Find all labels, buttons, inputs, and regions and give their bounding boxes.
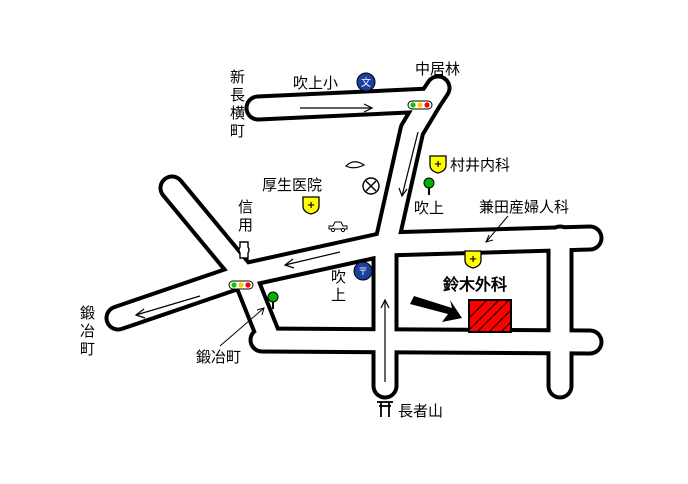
- label-kaneta-sanfujinka: 兼田産婦人科: [479, 198, 569, 216]
- vertical-char: 新: [230, 68, 245, 86]
- vertical-char: 横: [230, 104, 245, 122]
- label-suzuki-geka: 鈴木外科: [443, 275, 507, 294]
- target-pointer-arrow: [410, 296, 462, 322]
- vertical-char: 上: [331, 286, 346, 304]
- traffic-signal-junction: [228, 280, 254, 290]
- road-fill-diagonal: [375, 90, 440, 260]
- leader-lines: [219, 215, 509, 347]
- vertical-char: 冶: [80, 322, 95, 340]
- vertical-char: 用: [238, 216, 253, 234]
- label-murai-naika: 村井内科: [450, 156, 510, 174]
- tree-icon-kajicho: [267, 291, 279, 309]
- vertical-char: 信: [238, 198, 253, 216]
- tree-icon-fukiage: [423, 177, 435, 195]
- svg-text:+: +: [469, 254, 477, 265]
- traffic-signal-top: [407, 100, 433, 110]
- arrow-west-mid-head: [283, 258, 295, 269]
- label-shinyo: 信用: [238, 198, 253, 234]
- shrine-gate-icon: [377, 401, 393, 417]
- vertical-char: 長: [230, 86, 245, 104]
- arrow-east-top-head: [363, 103, 374, 113]
- arrow-south-diag-head: [398, 187, 408, 198]
- label-fukiage-top: 吹上: [414, 199, 444, 217]
- direction-arrows: [134, 103, 419, 382]
- police-box-icon: [362, 177, 380, 195]
- svg-text:+: +: [434, 159, 442, 170]
- vertical-char: 町: [230, 122, 245, 140]
- school-icon: 文: [356, 72, 376, 92]
- arrow-north-chojasan-head: [380, 298, 390, 309]
- hospital-icon-murai: +: [429, 155, 447, 174]
- svg-text:文: 文: [361, 76, 371, 89]
- arrow-south-diag: [401, 131, 419, 197]
- road-fill-south: [252, 330, 600, 352]
- svg-text:+: +: [307, 200, 315, 211]
- vertical-char: 吹: [331, 268, 346, 286]
- hospital-icon-kosei: +: [302, 196, 320, 215]
- label-kosei-iin: 厚生医院: [262, 176, 322, 194]
- arrow-west-low: [135, 295, 201, 316]
- label-kajicho-bottom: 鍛冶町: [196, 348, 241, 366]
- label-chojasan: 長者山: [398, 402, 443, 420]
- car-icon: [328, 221, 348, 233]
- label-shin-nagayokocho: 新長横町: [230, 68, 245, 140]
- post-office-icon: 〒: [353, 261, 373, 281]
- label-kajicho-left: 鍛冶町: [80, 304, 95, 358]
- label-nakairibayashi: 中居林: [415, 60, 460, 78]
- arrow-west-low-head: [134, 308, 146, 319]
- label-fukiage-sho: 吹上小: [293, 74, 338, 92]
- vertical-char: 鍛: [80, 304, 95, 322]
- road-fill-nw: [162, 178, 254, 285]
- vertical-char: 町: [80, 340, 95, 358]
- arrow-west-mid: [284, 251, 341, 266]
- bank-icon: [238, 241, 250, 259]
- target-hatching: [469, 300, 511, 332]
- bus-stop-icon: [344, 161, 366, 169]
- label-fukiage-post: 吹上: [331, 268, 346, 304]
- svg-text:〒: 〒: [358, 267, 368, 278]
- vertical-label-shin-nagayokocho: 新長横町: [230, 68, 245, 140]
- hospital-icon-kaneta: +: [464, 250, 482, 269]
